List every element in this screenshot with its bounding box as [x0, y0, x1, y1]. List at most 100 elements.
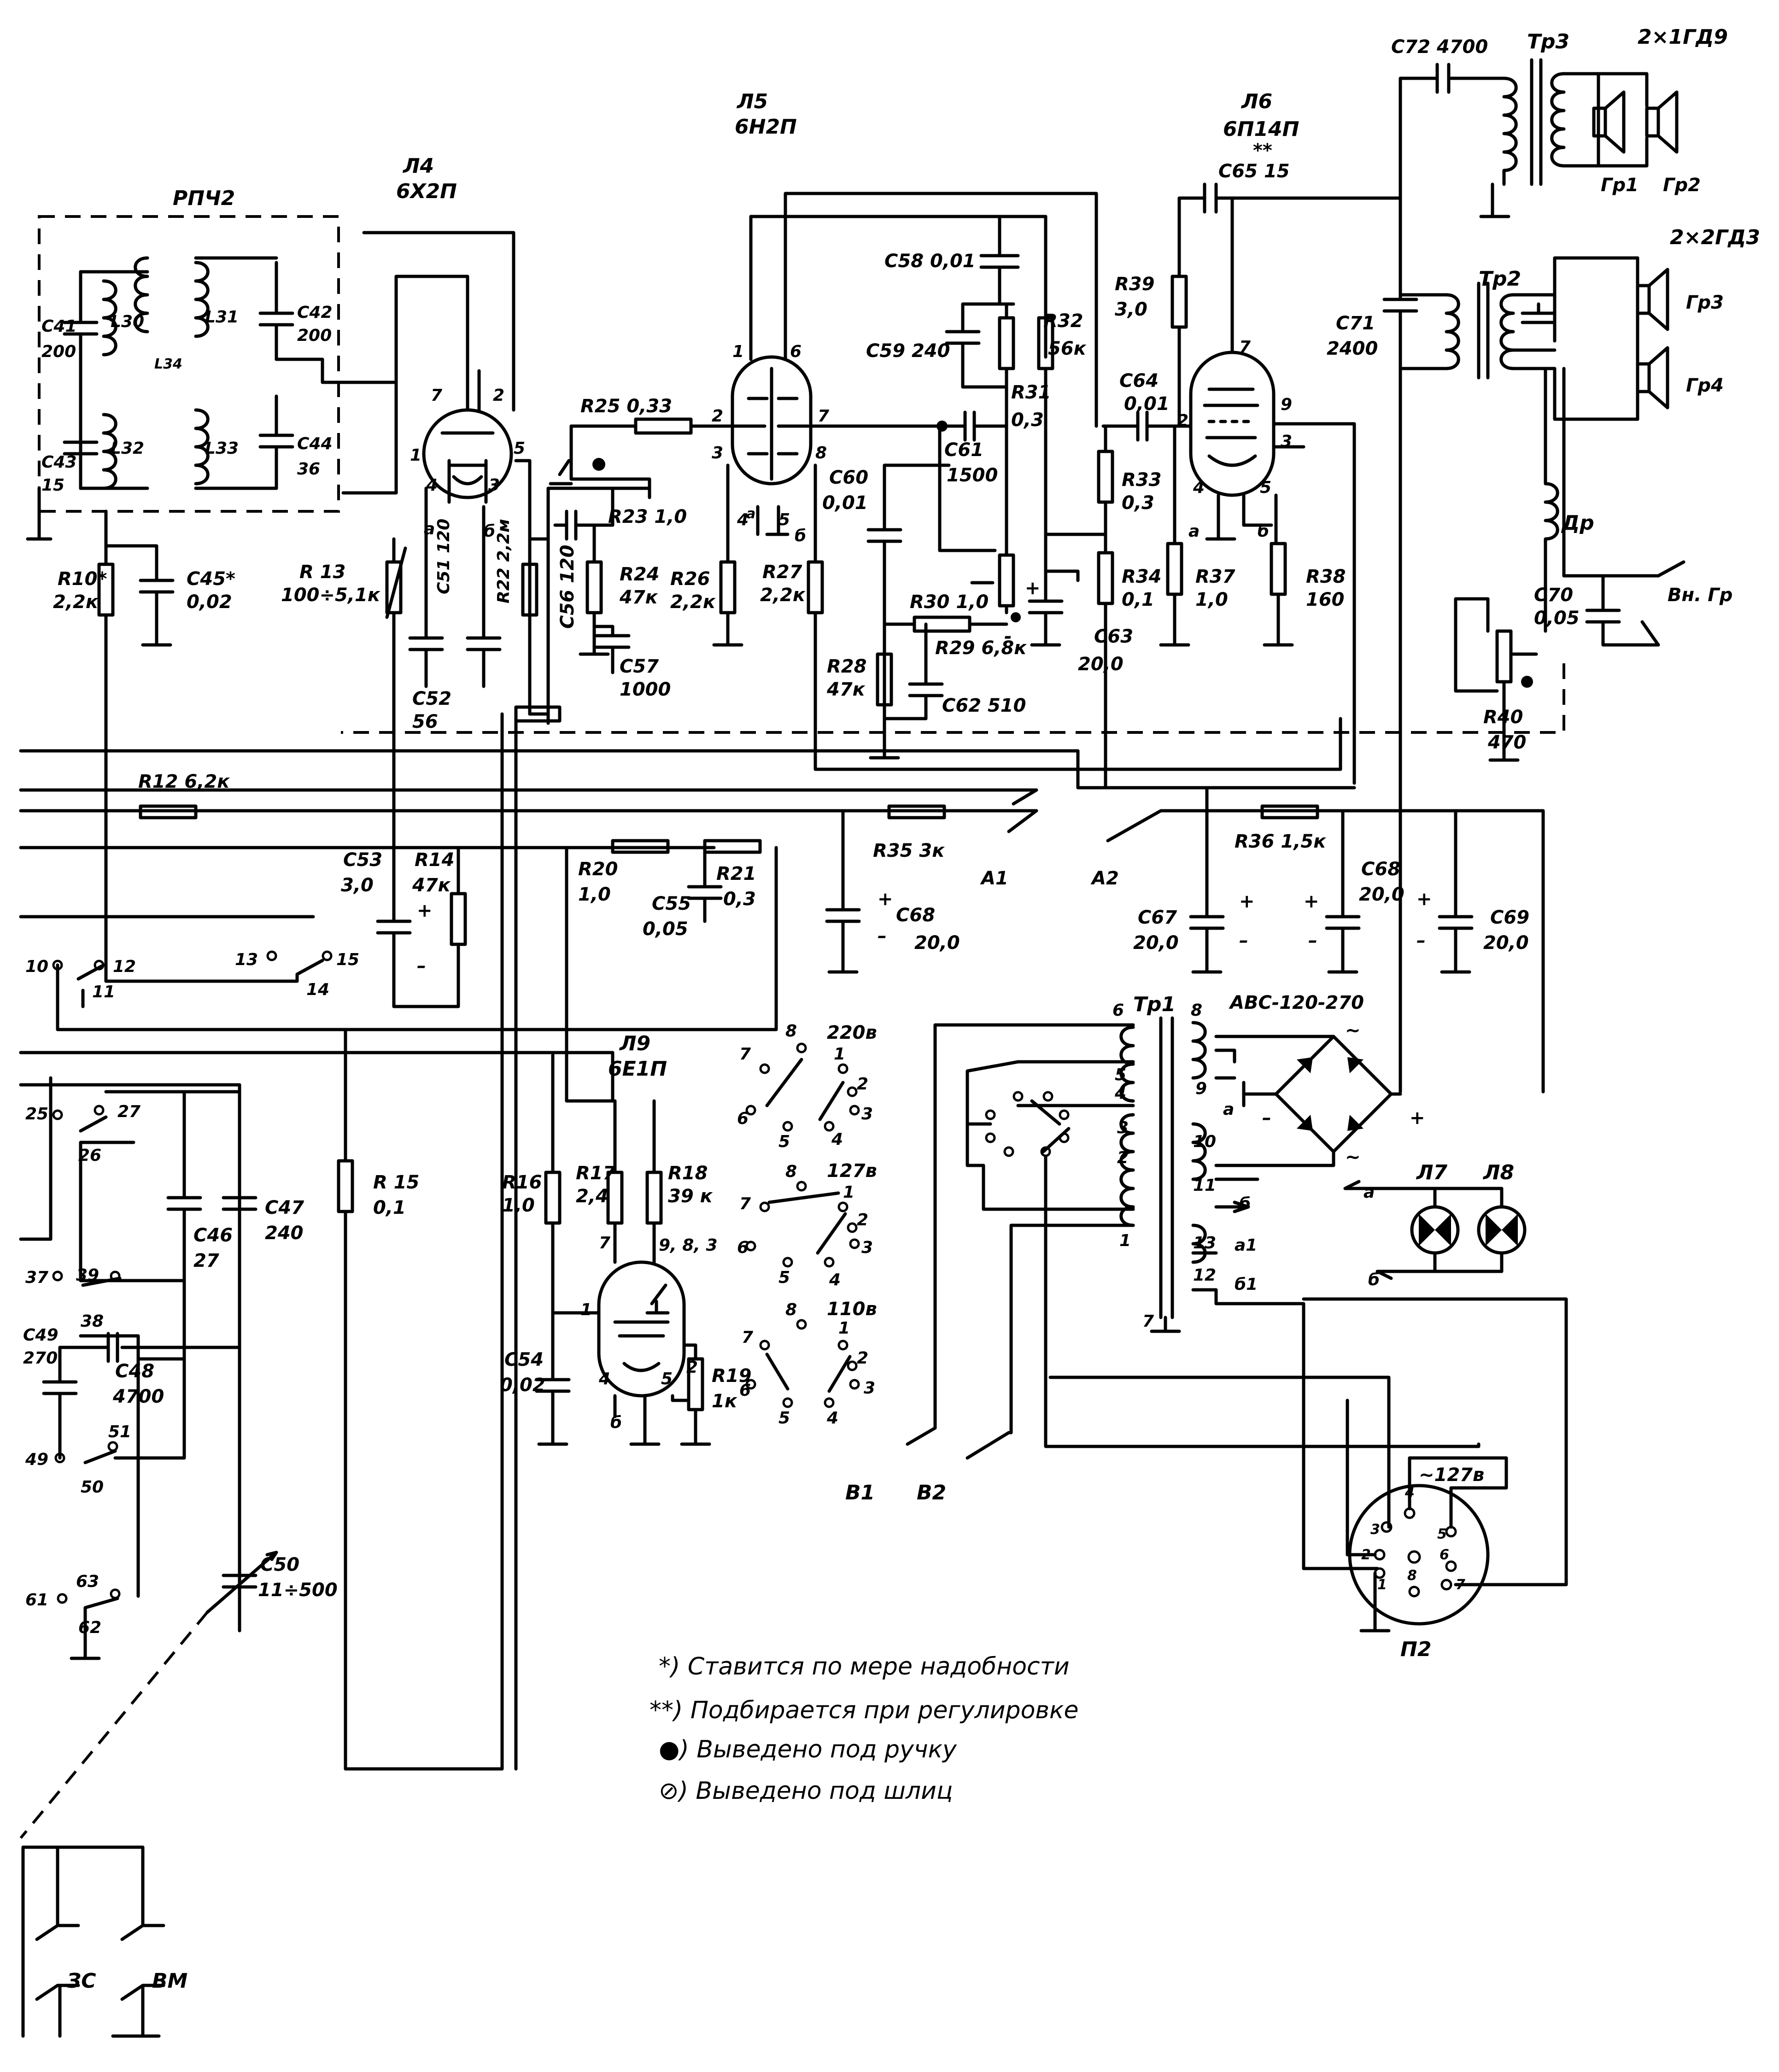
r12-label: R12 6,2к [138, 771, 230, 792]
c69-minus: – [1416, 930, 1426, 951]
coil-l32: L32 [111, 439, 144, 458]
r37-value: 1,0 [1195, 589, 1228, 610]
c67-value: 20,0 [1133, 932, 1179, 954]
l7-label: Л7 [1416, 1161, 1448, 1184]
r29-label: R29 6,8к [935, 638, 1027, 659]
arrow-v1-label: В1 [845, 1481, 875, 1504]
contact-11: 11 [92, 983, 115, 1001]
r20-label: R20 [578, 859, 618, 880]
p2-pin6: 6 [1440, 1547, 1449, 1563]
r25-label: R25 0,33 [580, 396, 672, 417]
tr1-pin10: 10 [1193, 1132, 1216, 1151]
l4-ref: Л4 [402, 154, 434, 178]
l4-type: 6Х2П [396, 180, 457, 203]
r17-label: R17 [576, 1163, 616, 1184]
r16-label: R16 [502, 1172, 542, 1193]
power-transformer-tr1: Тр1 6 5 4 3 2 1 8 9 10 11 13 12 7 [1112, 993, 1216, 1333]
c65-mark: ** [1253, 140, 1272, 161]
c43-value: 15 [41, 476, 64, 495]
selector-110v-label: 110в [827, 1299, 877, 1320]
l6-type: 6П14П [1223, 117, 1299, 141]
contact-63: 63 [76, 1572, 99, 1591]
coil-l31: L31 [205, 308, 239, 327]
r10-label: R10* [58, 568, 107, 590]
r26-value: 2,2к [670, 591, 716, 613]
r34-label: R34 [1122, 566, 1161, 587]
contact-38: 38 [81, 1312, 104, 1331]
c49-value: 270 [23, 1349, 58, 1368]
r15-value: 0,1 [373, 1197, 406, 1218]
c44-value: 36 [297, 460, 320, 479]
l5-pin6: 6 [790, 342, 802, 361]
r18-label: R18 [668, 1163, 708, 1184]
rectifier-label: АВС-120-270 [1229, 992, 1364, 1013]
p2-pin8: 8 [1407, 1568, 1417, 1584]
c70-label: C70 [1534, 585, 1573, 606]
c68-label: C68 [896, 905, 935, 926]
p2-ac127-label: ~127в [1419, 1464, 1484, 1486]
speakers-mid-label: 2×2ГД3 [1670, 226, 1760, 249]
sel3-pin7: 7 [742, 1328, 753, 1347]
l5-pin1: 1 [732, 342, 744, 361]
coil-l33: L33 [205, 439, 239, 458]
sel1-pin8: 8 [785, 1022, 797, 1041]
c53-label: C53 [343, 849, 382, 871]
legend-notes: *) Ставится по мере надобности **) Подби… [650, 1653, 1078, 1805]
l5-pin4: 4 [737, 510, 749, 529]
coil-l30: L30 [111, 312, 144, 331]
l9-pin5: 5 [661, 1370, 673, 1388]
r39-label: R39 [1115, 274, 1154, 295]
r33-value: 0,3 [1122, 492, 1154, 514]
r31-value: 0,3 [1011, 410, 1044, 431]
l4-pin1: 1 [410, 446, 421, 465]
r21-value: 0,3 [723, 889, 756, 910]
c57-value: 1000 [620, 679, 671, 700]
l8-label: Л8 [1482, 1161, 1514, 1184]
r19-label: R19 [712, 1365, 751, 1387]
r24-value: 47к [619, 587, 658, 608]
c47-value: 240 [265, 1223, 304, 1244]
winding-a-label: а [1223, 1100, 1234, 1119]
r28-value: 47к [826, 679, 866, 700]
r26-label: R26 [670, 568, 710, 590]
tr2-label: Тр2 [1479, 267, 1521, 291]
c46-label: C46 [193, 1225, 233, 1246]
l6-pin4: 4 [1193, 478, 1205, 497]
l9-type: 6Е1П [608, 1057, 667, 1081]
r32-label: R32 [1043, 310, 1083, 332]
c67-label: C67 [1138, 907, 1177, 928]
c62-label: C62 510 [942, 695, 1026, 716]
r27-value: 2,2к [760, 585, 806, 606]
sel3-pin4: 4 [826, 1409, 838, 1428]
contact-49: 49 [25, 1450, 48, 1469]
r31-label: R31 [1011, 382, 1051, 403]
c59-label: C59 240 [866, 340, 950, 362]
l6-pin-a: а [1188, 522, 1200, 541]
selector-127v-label: 127в [827, 1160, 877, 1182]
sel2-pin6: 6 [737, 1238, 749, 1257]
arrow-a2-label: А2 [1090, 868, 1119, 889]
r38-value: 160 [1306, 589, 1345, 610]
speaker-gr4-icon [1636, 346, 1669, 410]
c53-plus: + [417, 900, 433, 921]
l6-ref: Л6 [1241, 90, 1272, 113]
l6-pin9: 9 [1281, 395, 1292, 414]
contact-39: 39 [76, 1266, 99, 1285]
rectifier-plus: + [1410, 1107, 1425, 1129]
winding-b1-label: б1 [1235, 1275, 1258, 1294]
l4-pin7: 7 [431, 386, 442, 405]
r34-value: 0,1 [1122, 589, 1154, 610]
gr3-label: Гр3 [1686, 292, 1724, 313]
c55-value: 0,05 [643, 919, 688, 940]
r40-value: 470 [1487, 732, 1527, 753]
rectifier-minus: – [1262, 1107, 1271, 1129]
note-adjusted: **) Подбирается при регулировке [650, 1697, 1078, 1724]
c52-value: 56 [412, 711, 438, 732]
l5-pin-b: б [795, 527, 806, 545]
c41-label: C41 [41, 317, 77, 336]
arrow-a1-label: А1 [980, 868, 1008, 889]
voltage-selector: 220в 127в 110в 8 7 1 2 3 6 5 4 8 7 1 2 3… [737, 1022, 877, 1428]
r28-label: R28 [827, 656, 866, 677]
c68-plus: + [878, 889, 893, 910]
tr1-pin6: 6 [1112, 1001, 1124, 1020]
